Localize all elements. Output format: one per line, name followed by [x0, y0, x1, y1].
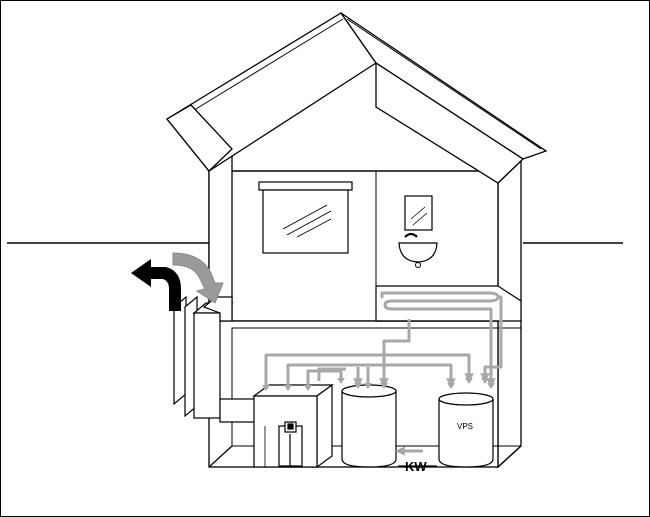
floor-slab	[376, 286, 521, 321]
buffer-tank: VPS	[439, 393, 493, 467]
roof	[167, 13, 546, 183]
hot-water-cylinder	[342, 385, 396, 467]
heat-pump-unit	[254, 385, 332, 467]
tank-label: VPS	[457, 422, 473, 431]
cold-water-label: KW	[405, 459, 427, 474]
window	[259, 182, 352, 253]
exhaust-arrow-icon	[131, 259, 181, 311]
